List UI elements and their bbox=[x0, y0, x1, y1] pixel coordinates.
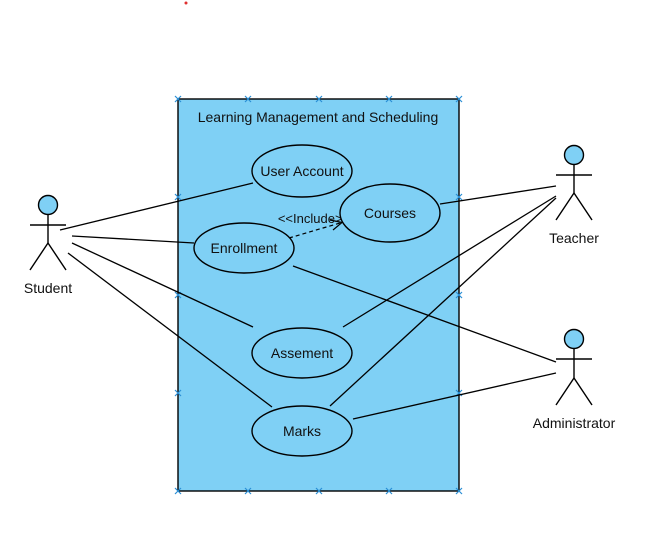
use-case-marks-shape bbox=[251, 405, 353, 457]
use-case-courses[interactable]: Courses bbox=[339, 183, 441, 243]
include-label: <<Include>> bbox=[278, 211, 350, 226]
actor-administrator[interactable]: Administrator bbox=[533, 328, 616, 432]
associations bbox=[59, 182, 557, 420]
assoc-student-enrollment[interactable] bbox=[71, 235, 195, 244]
use-case-enrollment-shape bbox=[193, 222, 295, 274]
actor-teacher[interactable]: Teacher bbox=[549, 144, 599, 247]
use-case-assesment-shape bbox=[251, 327, 353, 379]
stick-figure-icon bbox=[555, 328, 593, 406]
use-case-enrollment-label: Enrollment bbox=[211, 240, 278, 256]
use-case-user-account[interactable]: User Account bbox=[251, 144, 353, 198]
assoc-teacher-assesment[interactable] bbox=[342, 195, 557, 328]
use-case-assesment[interactable]: Assement bbox=[251, 327, 353, 379]
assoc-administrator-enrollment[interactable] bbox=[292, 265, 557, 363]
use-case-marks[interactable]: Marks bbox=[251, 405, 353, 457]
system-title: Learning Management and Scheduling bbox=[198, 109, 439, 125]
use-case-enrollment[interactable]: Enrollment bbox=[193, 222, 295, 274]
actor-student[interactable]: Student bbox=[24, 194, 72, 297]
boundary-handles bbox=[174, 95, 463, 495]
use-case-user-account-label: User Account bbox=[260, 163, 343, 179]
assoc-student-assesment[interactable] bbox=[71, 242, 254, 328]
assoc-student-user-account[interactable] bbox=[59, 182, 254, 231]
use-case-marks-label: Marks bbox=[283, 423, 321, 439]
assoc-student-marks[interactable] bbox=[67, 252, 273, 408]
use-case-assesment-label: Assement bbox=[271, 345, 333, 361]
actor-administrator-label: Administrator bbox=[533, 415, 616, 431]
assoc-teacher-marks[interactable] bbox=[329, 197, 557, 407]
actor-student-label: Student bbox=[24, 280, 72, 296]
use-case-courses-shape bbox=[339, 183, 441, 243]
canvas-marker bbox=[184, 1, 188, 5]
assoc-administrator-marks[interactable] bbox=[352, 372, 557, 420]
stick-figure-icon bbox=[29, 194, 67, 271]
include-dashed-line bbox=[288, 222, 341, 239]
use-case-user-account-shape bbox=[251, 144, 353, 198]
use-case-courses-label: Courses bbox=[364, 205, 416, 221]
stick-figure-icon bbox=[555, 144, 593, 221]
actor-teacher-label: Teacher bbox=[549, 230, 599, 246]
assoc-teacher-courses[interactable] bbox=[439, 185, 557, 205]
